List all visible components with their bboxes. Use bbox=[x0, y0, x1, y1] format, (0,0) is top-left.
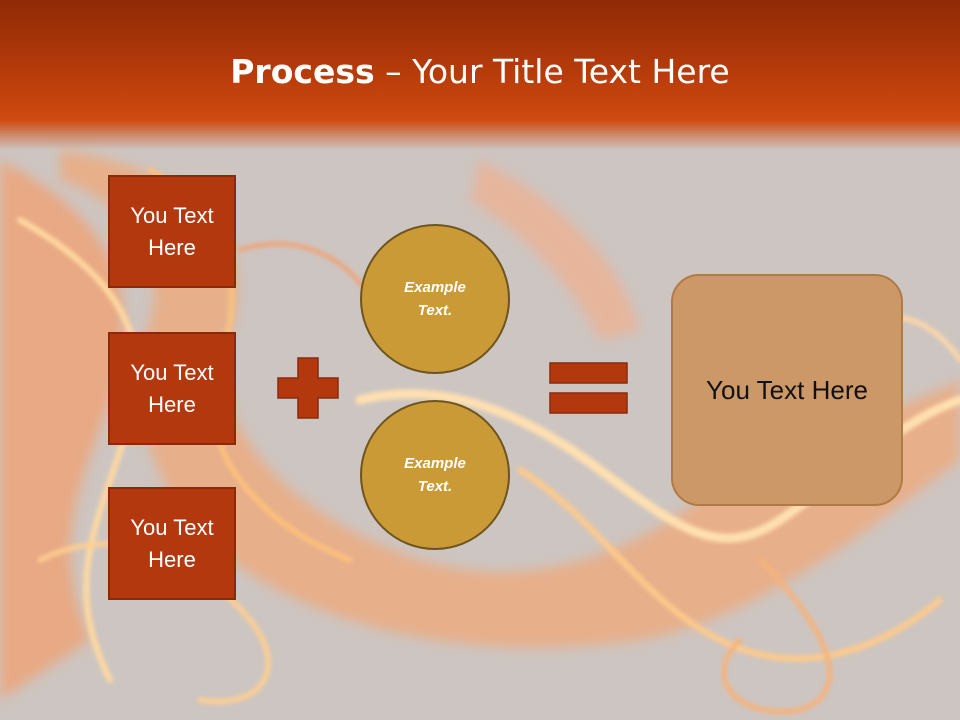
circle-label: Example Text. bbox=[404, 455, 466, 495]
slide-title: Process – Your Title Text Here bbox=[0, 52, 960, 91]
input-box-1: You Text Here bbox=[108, 175, 236, 288]
example-circle-2: Example Text. bbox=[360, 400, 510, 550]
input-box-label: You Text Here bbox=[130, 359, 214, 417]
input-box-label: You Text Here bbox=[130, 202, 214, 260]
input-box-3: You Text Here bbox=[108, 487, 236, 600]
title-rest: – Your Title Text Here bbox=[374, 52, 730, 91]
equals-icon bbox=[549, 362, 628, 414]
result-box: You Text Here bbox=[671, 274, 903, 506]
title-bold: Process bbox=[230, 52, 375, 91]
input-box-2: You Text Here bbox=[108, 332, 236, 445]
result-label: You Text Here bbox=[706, 374, 868, 405]
plus-icon bbox=[277, 357, 339, 419]
title-bar bbox=[0, 0, 960, 150]
circle-label: Example Text. bbox=[404, 279, 466, 319]
example-circle-1: Example Text. bbox=[360, 224, 510, 374]
input-box-label: You Text Here bbox=[130, 514, 214, 572]
